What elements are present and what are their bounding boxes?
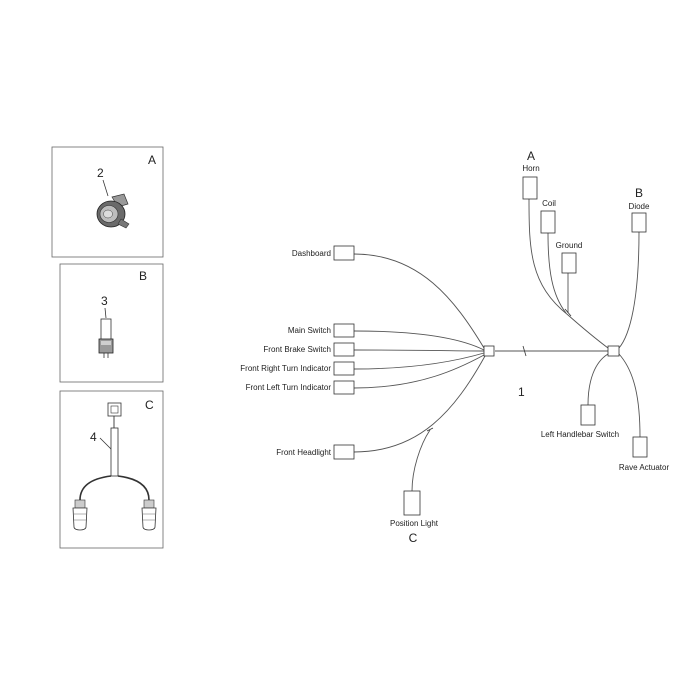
- connector-left-handlebar-switch: Left Handlebar Switch: [541, 404, 619, 439]
- wire-rave-actuator: [618, 353, 641, 438]
- part-3-number: 3: [101, 294, 108, 308]
- wire-front-headlight: [353, 355, 486, 453]
- connector-front-brake-switch: Front Brake Switch: [263, 342, 355, 357]
- junction-tick: [564, 308, 572, 317]
- panel-c-letter: C: [145, 398, 154, 412]
- connector-main-switch: Main Switch: [288, 323, 355, 338]
- label-position-light: Position Light: [390, 519, 439, 528]
- connector-position-light: Position Light C: [390, 490, 439, 545]
- label-rave-actuator: Rave Actuator: [619, 463, 670, 472]
- label-left-handlebar-switch: Left Handlebar Switch: [541, 430, 619, 439]
- wire-front-left-turn: [353, 354, 485, 389]
- harness-number: 1: [518, 385, 525, 399]
- part-3-leader: [104, 307, 107, 319]
- label-diode: Diode: [629, 202, 650, 211]
- panel-a-letter: A: [148, 153, 156, 167]
- wire-front-brake-switch: [353, 349, 485, 352]
- wire-horn: [528, 198, 609, 349]
- wire-position-light: [411, 429, 431, 492]
- panel-b: B 3: [59, 263, 164, 383]
- wire-diode: [618, 231, 640, 349]
- part-2-leader: [102, 179, 109, 197]
- panel-b-letter: B: [139, 269, 147, 283]
- part-4-number: 4: [90, 430, 97, 444]
- label-front-right-turn: Front Right Turn Indicator: [240, 364, 331, 373]
- headlight-tick: [426, 427, 434, 432]
- diode-part-illustration: [98, 318, 114, 358]
- ref-position-light: C: [409, 531, 418, 545]
- connector-front-left-turn: Front Left Turn Indicator: [246, 380, 355, 395]
- part-2-number: 2: [97, 166, 104, 180]
- label-ground: Ground: [556, 241, 583, 250]
- label-front-left-turn: Front Left Turn Indicator: [246, 383, 332, 392]
- wire-front-right-turn: [353, 352, 485, 370]
- label-front-brake-switch: Front Brake Switch: [263, 345, 331, 354]
- panel-c: C 4: [59, 390, 164, 549]
- label-main-switch: Main Switch: [288, 326, 331, 335]
- panel-a: A 2: [51, 146, 164, 258]
- wire-main-switch: [353, 330, 485, 351]
- left-splice: [483, 345, 495, 357]
- connector-front-headlight: Front Headlight: [276, 444, 355, 460]
- connector-dashboard: Dashboard: [292, 245, 355, 261]
- horn-part-illustration: [96, 193, 130, 229]
- connector-front-right-turn: Front Right Turn Indicator: [240, 361, 355, 376]
- harness-wires: [353, 198, 641, 492]
- wire-dashboard: [353, 253, 485, 349]
- ref-diode: B: [635, 186, 643, 200]
- right-splice: [607, 345, 620, 357]
- label-dashboard: Dashboard: [292, 249, 331, 258]
- connector-diode: B Diode: [629, 186, 650, 233]
- connector-ground: Ground: [556, 241, 583, 274]
- connector-rave-actuator: Rave Actuator: [619, 436, 670, 472]
- position-light-harness-illustration: [72, 402, 157, 531]
- panel-b-frame: [59, 263, 164, 383]
- connector-horn: A Horn: [522, 149, 540, 200]
- connector-coil: Coil: [540, 199, 556, 234]
- label-coil: Coil: [542, 199, 556, 208]
- ref-horn: A: [527, 149, 535, 163]
- trunk-tick: [522, 345, 527, 357]
- label-horn: Horn: [522, 164, 539, 173]
- label-front-headlight: Front Headlight: [276, 448, 331, 457]
- wire-coil: [547, 232, 567, 314]
- wire-left-handlebar-switch: [587, 353, 609, 406]
